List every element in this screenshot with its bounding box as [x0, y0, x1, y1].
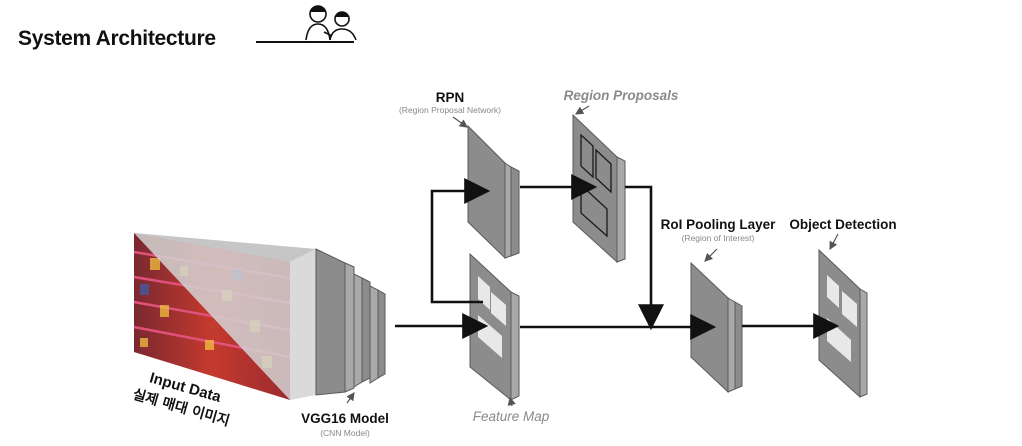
- two-people-icon: [305, 5, 357, 41]
- feature-box: [491, 292, 506, 326]
- roi-sublabel: (Region of Interest): [682, 233, 755, 243]
- pointer-proposals: [574, 105, 590, 115]
- detection-box: [842, 291, 857, 327]
- rpn-label: RPN: [436, 90, 465, 105]
- vgg-sublabel: (CNN Model): [320, 428, 370, 438]
- pointer-roi: [704, 248, 718, 262]
- region-proposals-label: Region Proposals: [564, 88, 679, 103]
- input-image: [133, 233, 316, 400]
- roi-label: RoI Pooling Layer: [661, 217, 777, 232]
- region-proposals-layer: [572, 113, 626, 264]
- object-detection-layer: [818, 248, 868, 399]
- flow-arrows: [395, 174, 840, 340]
- page-title: System Architecture: [18, 27, 216, 50]
- feature-map-label: Feature Map: [473, 409, 550, 424]
- arrow-feature-to-rpn: [430, 178, 491, 304]
- object-detection-label: Object Detection: [789, 217, 896, 232]
- vgg16-layers: [315, 248, 386, 396]
- pointer-detection: [829, 233, 839, 251]
- proposal-box: [595, 148, 612, 194]
- pointer-vgg: [346, 392, 355, 404]
- pointer-feature: [507, 396, 516, 407]
- header: System Architecture: [0, 0, 1022, 70]
- proposal-box: [580, 183, 608, 238]
- detection-box: [827, 275, 839, 308]
- pointer-rpn: [452, 116, 468, 128]
- title-underline: [256, 41, 354, 43]
- rpn-sublabel: (Region Proposal Network): [399, 105, 501, 115]
- vgg-label: VGG16 Model: [301, 411, 389, 426]
- arrow-proposals-to-roi: [625, 185, 664, 331]
